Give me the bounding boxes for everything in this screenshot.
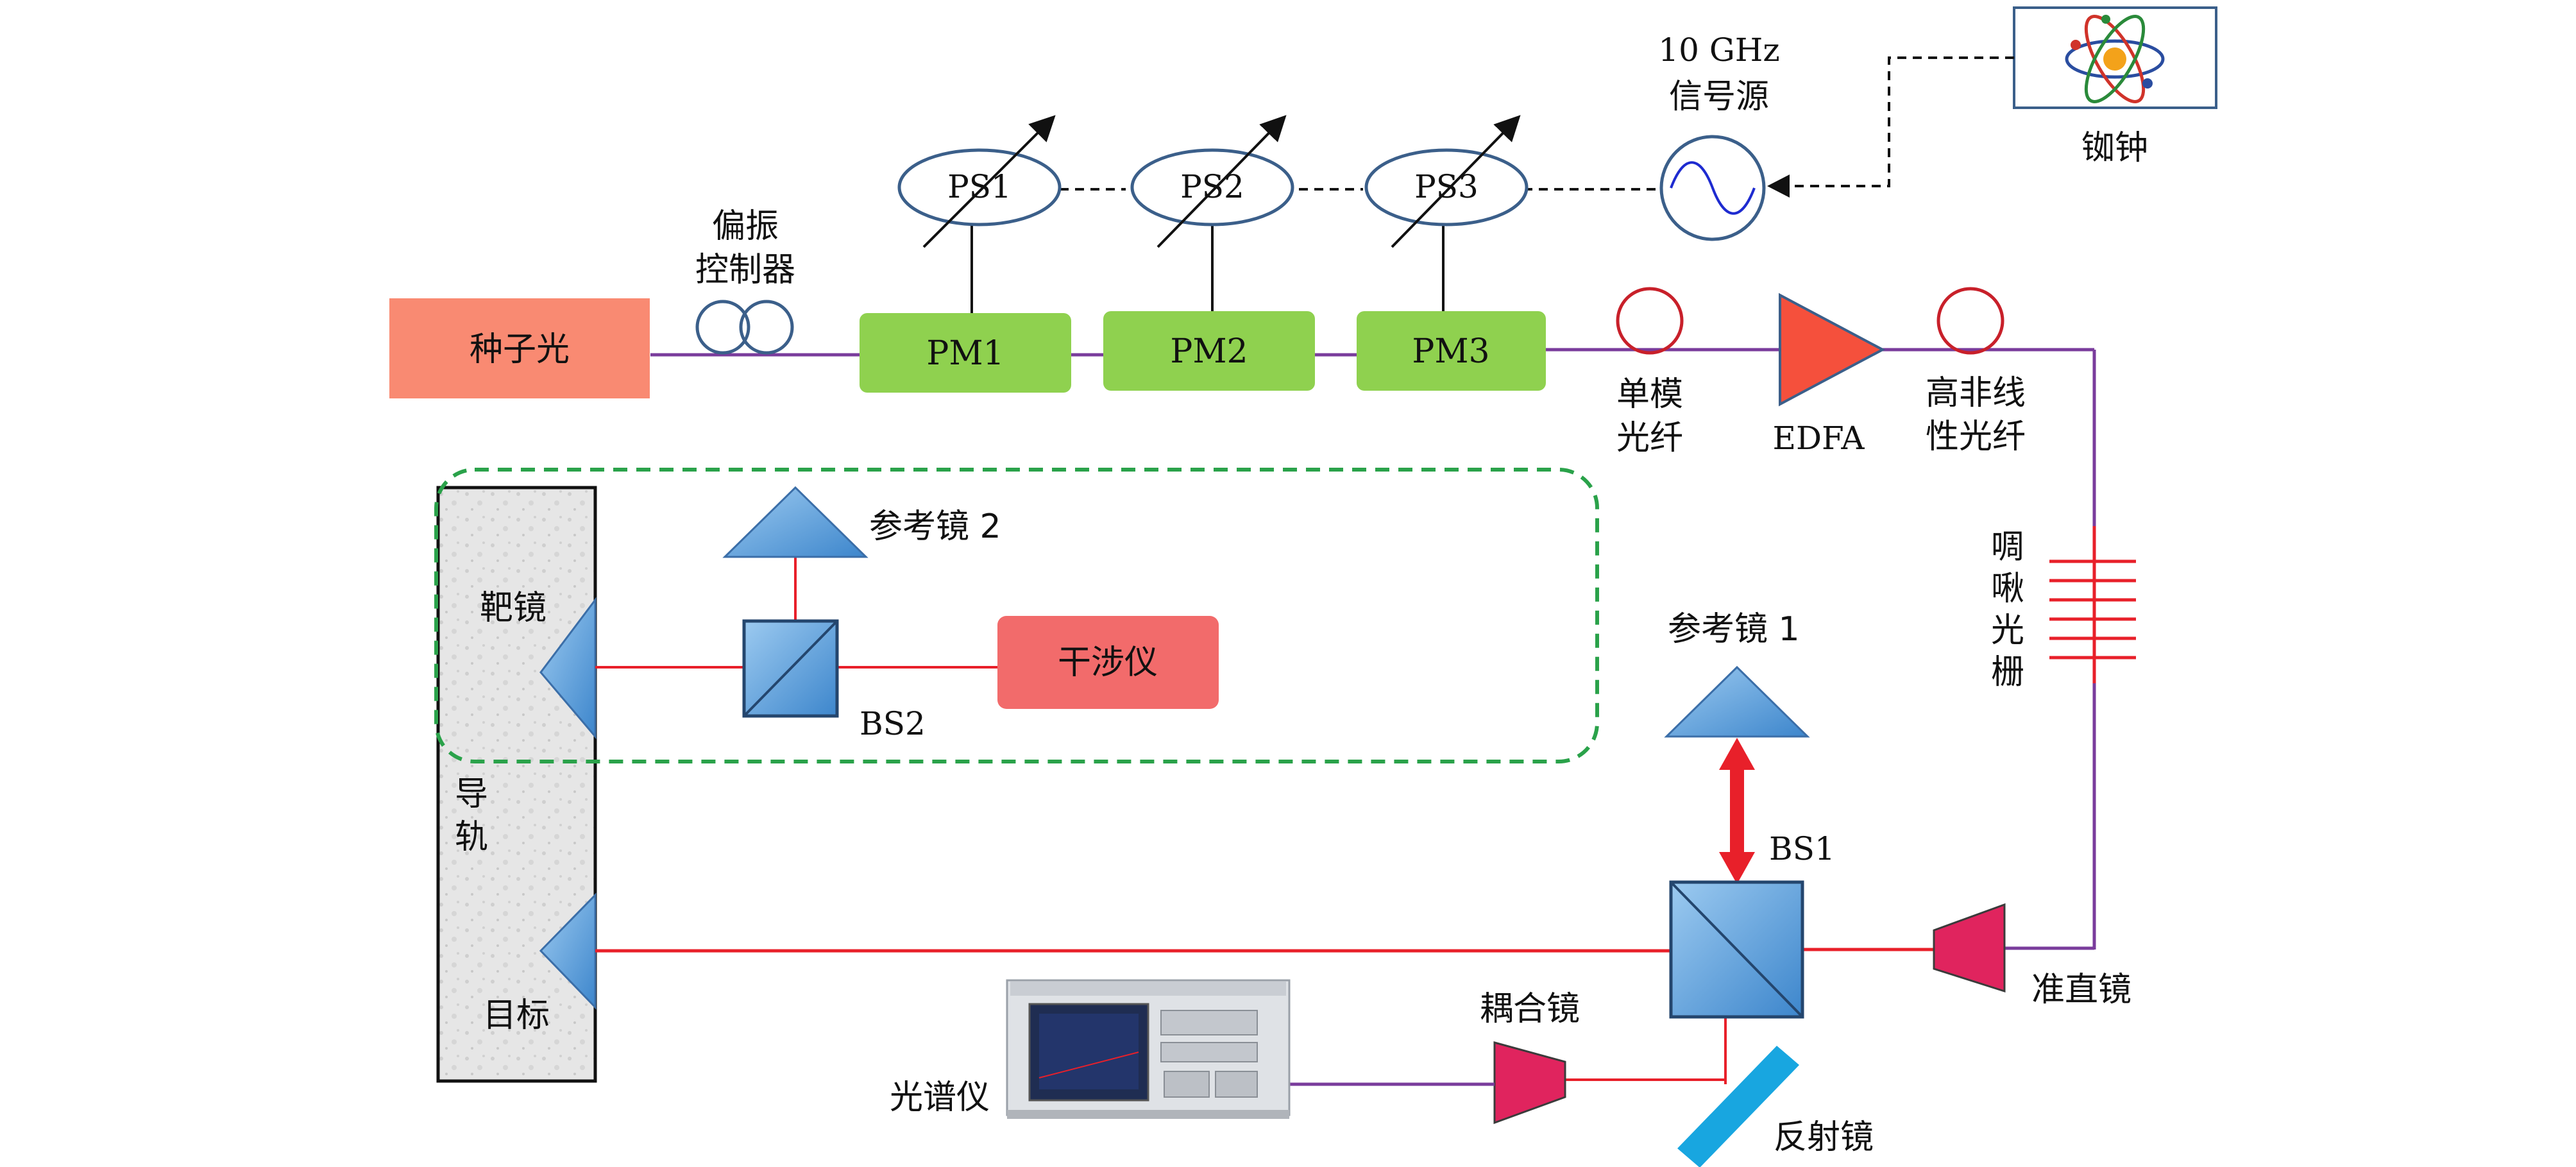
reflector-mirror <box>1677 1046 1799 1167</box>
edfa-label: EDFA <box>1772 420 1865 457</box>
interferometer-label: 干涉仪 <box>1058 643 1158 682</box>
pm2-box <box>1103 311 1315 391</box>
ps3-ellipse <box>1364 148 1529 226</box>
edfa-amplifier <box>1779 293 1886 407</box>
spectrometer-label: 光谱仪 <box>890 1078 990 1117</box>
seed-light-label: 种子光 <box>470 330 570 369</box>
coupling-lens-label: 耦合镜 <box>1480 990 1580 1028</box>
pm3-box <box>1357 311 1546 391</box>
target-label: 目标 <box>483 996 550 1035</box>
chirped-grating-char3: 光 <box>1991 611 2024 650</box>
chirped-grating-char4: 栅 <box>1991 653 2024 692</box>
guide-rail <box>436 486 597 1083</box>
hnlf-line2: 性光纤 <box>1926 418 2026 456</box>
pm1-label: PM1 <box>926 334 1004 373</box>
coupling-lens <box>1493 1041 1566 1125</box>
bs1-diagonal <box>1670 881 1804 1018</box>
ps1-ellipse <box>897 148 1062 226</box>
single-mode-fiber-coil <box>1616 287 1684 355</box>
reference-mirror-1-prism <box>1664 665 1810 738</box>
interferometer-box <box>997 616 1219 709</box>
ps3-label: PS3 <box>1414 168 1479 205</box>
reference-mirror-2-prism <box>722 486 869 558</box>
hnlf-line1: 高非线 <box>1926 374 2026 413</box>
polarization-controller-line1: 偏振 <box>712 207 779 246</box>
collimator-label: 准直镜 <box>2031 971 2131 1009</box>
ps1-label: PS1 <box>947 168 1012 205</box>
ps2-label: PS2 <box>1180 168 1244 205</box>
pm3-label: PM3 <box>1412 332 1489 371</box>
bs2-label: BS2 <box>860 705 926 742</box>
reflector-label: 反射镜 <box>1774 1118 1874 1157</box>
target-mirror-label: 靶镜 <box>480 589 547 627</box>
single-mode-fiber-line1: 单模 <box>1616 375 1683 414</box>
hnlf-coil <box>1936 287 2004 355</box>
polarization-loop-1 <box>695 300 750 355</box>
ps2-tune-arrow <box>1157 115 1287 248</box>
collimator-lens <box>1933 903 2006 993</box>
chirped-grating-char2: 啾 <box>1991 570 2024 608</box>
pm2-label: PM2 <box>1170 332 1248 371</box>
chirped-grating <box>2049 526 2136 683</box>
ps1-tune-arrow <box>922 115 1056 248</box>
signal-source-line2: 信号源 <box>1669 78 1769 116</box>
ps2-ellipse <box>1130 148 1294 226</box>
beam-arrow-down <box>1719 852 1755 884</box>
seed-light-box <box>389 298 650 398</box>
spectrometer-instrument <box>1006 979 1291 1119</box>
bs1-label: BS1 <box>1769 830 1835 867</box>
rubidium-clock-label: 铷钟 <box>2081 129 2148 167</box>
clock-reference-dashed-line <box>1774 56 2014 187</box>
atom-icon <box>2065 15 2165 103</box>
polarization-controller-line2: 控制器 <box>695 251 795 289</box>
guide-rail-char2: 轨 <box>455 818 488 856</box>
bs2-diagonal <box>743 620 838 717</box>
interferometer-dashed-frame <box>434 468 1599 763</box>
clock-reference-arrowhead <box>1767 175 1790 198</box>
sine-wave <box>1670 161 1756 215</box>
reference-mirror-1-label: 参考镜 1 <box>1668 610 1800 649</box>
single-mode-fiber-line2: 光纤 <box>1616 419 1683 457</box>
guide-rail-char1: 导 <box>455 775 488 813</box>
ps3-tune-arrow <box>1391 115 1521 248</box>
beam-arrow-up <box>1719 738 1755 770</box>
chirped-grating-char1: 啁 <box>1991 528 2024 566</box>
pm1-box <box>860 313 1071 393</box>
polarization-loop-2 <box>739 300 794 355</box>
signal-source-line1: 10 GHz <box>1658 31 1779 69</box>
reference-mirror-2-label: 参考镜 2 <box>869 507 1001 546</box>
